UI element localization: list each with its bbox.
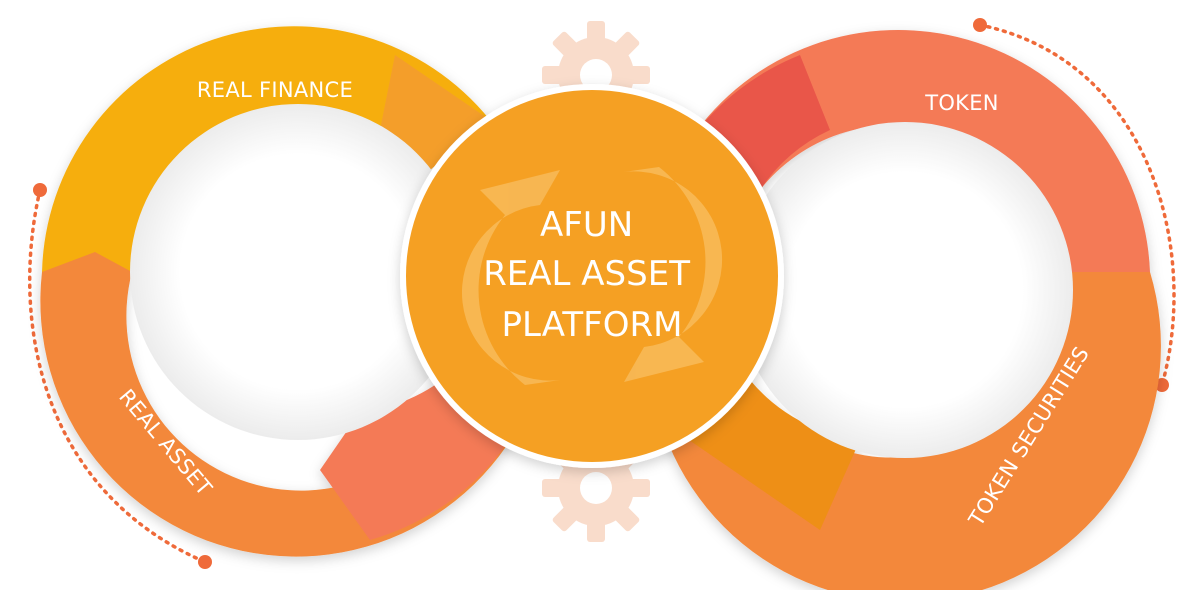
- cycle-arrows-icon: [461, 167, 723, 385]
- label-token: TOKEN: [924, 91, 999, 115]
- label-real-finance: REAL FINANCE: [197, 78, 353, 102]
- svg-text:AFUN REAL ASSET PL: AFUN REAL ASSET PLATFORM: [483, 205, 701, 345]
- center-title-line-3: PLATFORM: [502, 305, 683, 345]
- center-hub: AFUN REAL ASSET PLATFORM: [400, 84, 784, 468]
- dotted-arc-left: [27, 183, 212, 569]
- center-title-line-1: AFUN: [540, 205, 633, 245]
- dotted-arc-right: [973, 18, 1176, 392]
- center-title-line-2: REAL ASSET: [483, 254, 690, 294]
